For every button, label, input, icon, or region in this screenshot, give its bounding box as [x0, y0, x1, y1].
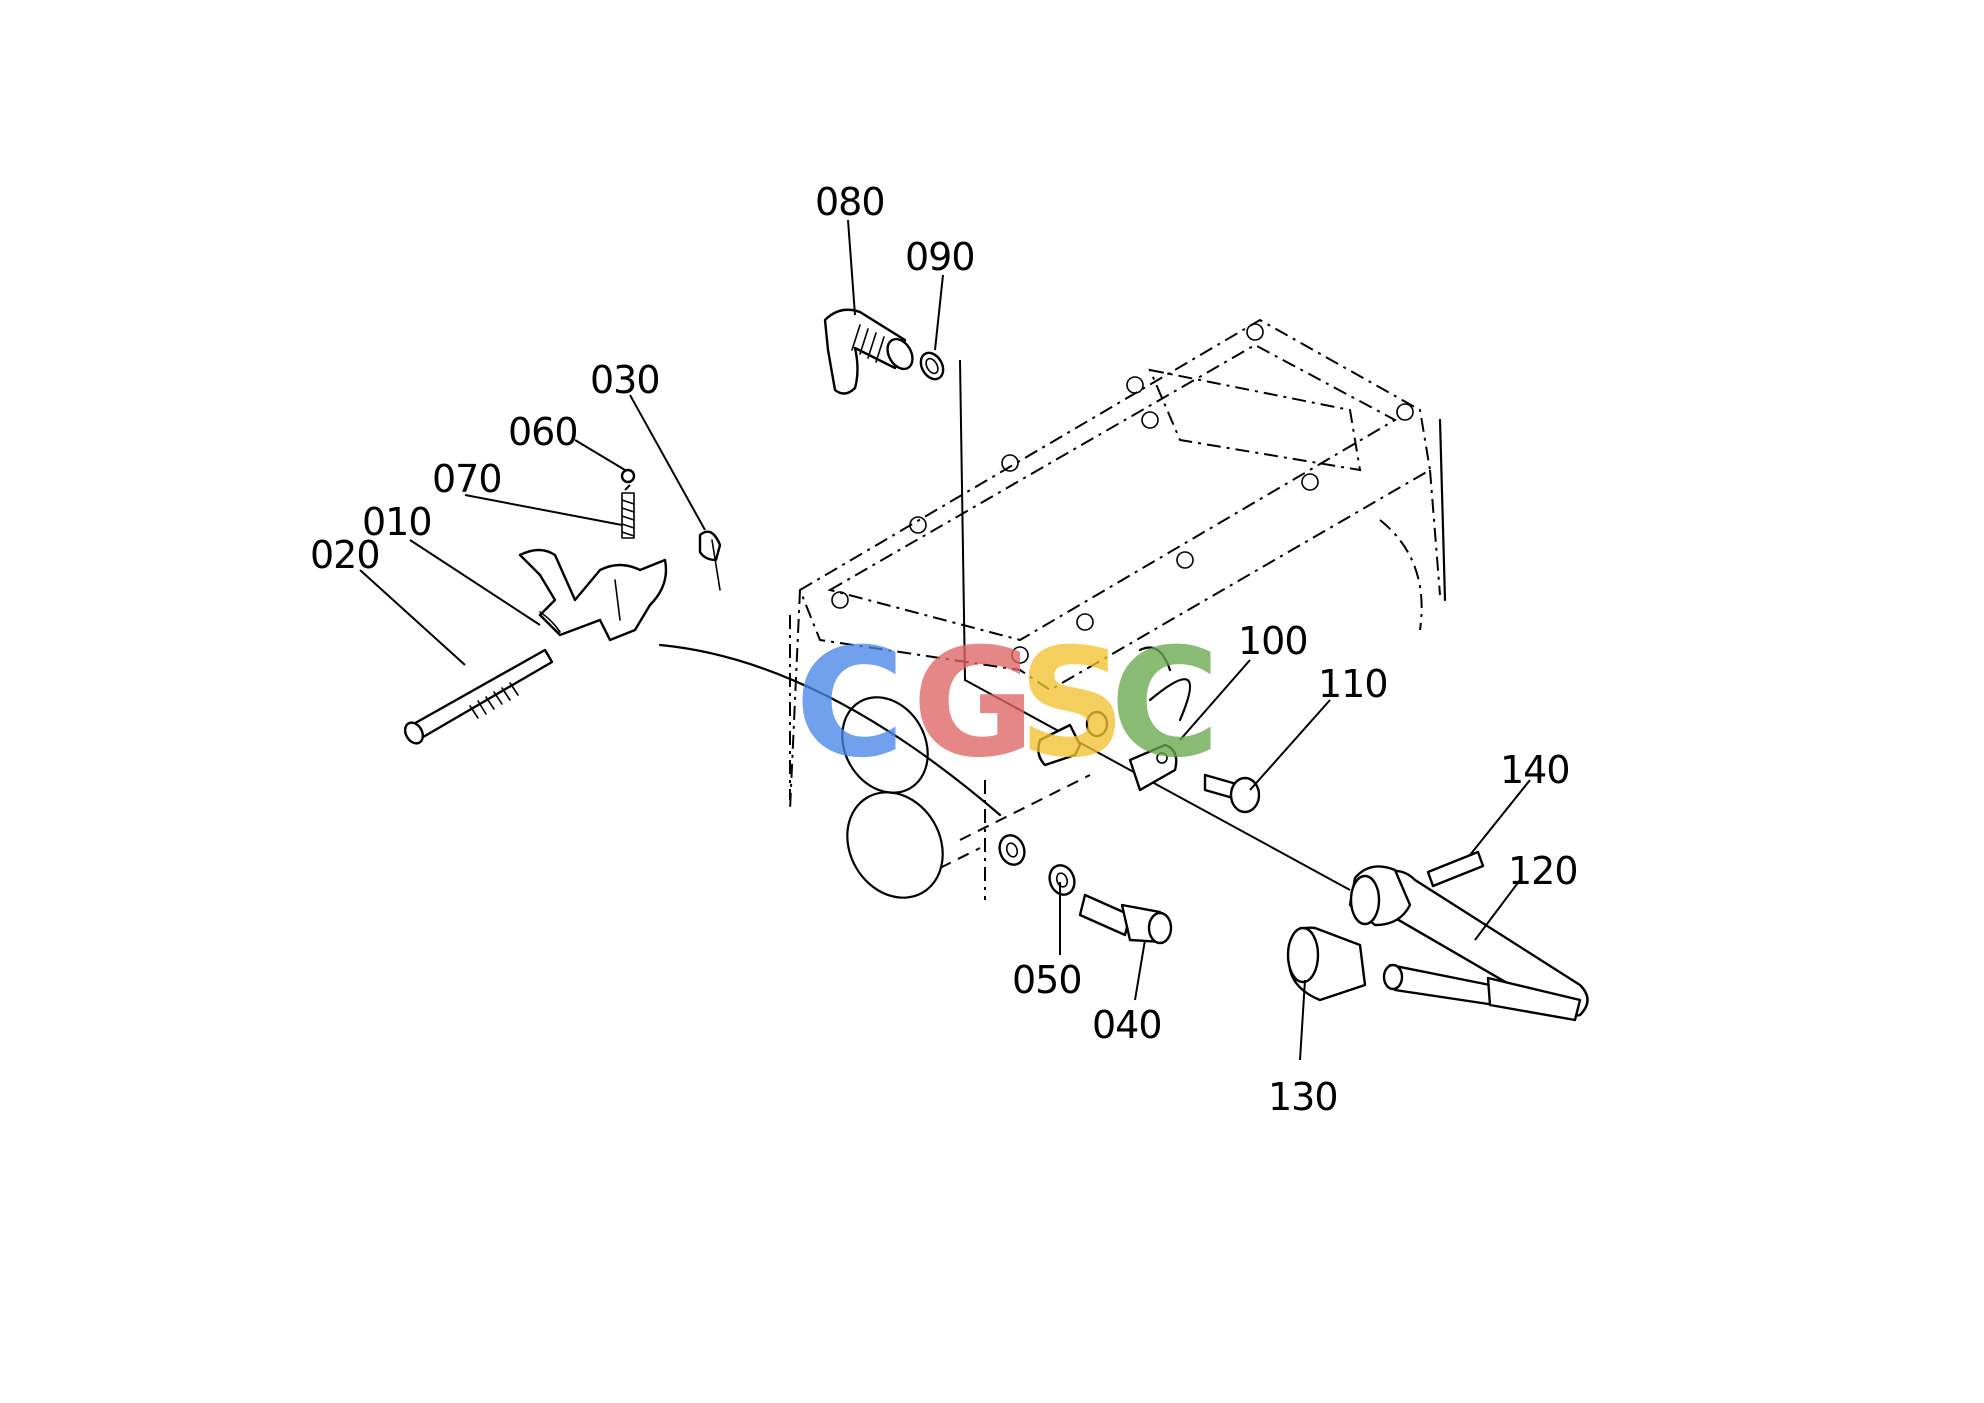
- shift-lever-assembly: [1286, 850, 1589, 1022]
- part-callouts: 020 010 070 060 030 080 090 100 110 140 …: [310, 180, 1579, 1119]
- callout-090: 090: [905, 235, 975, 279]
- callout-020: 020: [310, 533, 380, 577]
- callout-070: 070: [432, 457, 502, 501]
- watermark-letter-3: S: [1018, 617, 1126, 791]
- breather-assembly: [823, 308, 945, 395]
- callout-100: 100: [1238, 619, 1308, 663]
- bolts-washers: [998, 710, 1261, 945]
- watermark-letter-2: G: [912, 617, 1035, 791]
- watermark-letter-1: C: [795, 617, 905, 791]
- callout-110: 110: [1318, 662, 1388, 706]
- callout-120: 120: [1508, 849, 1578, 893]
- callout-010: 010: [362, 500, 432, 544]
- transmission-housing: [658, 318, 1447, 900]
- callout-130: 130: [1268, 1075, 1338, 1119]
- callout-140: 140: [1500, 748, 1570, 792]
- callout-050: 050: [1012, 958, 1082, 1002]
- watermark: C G S C: [795, 617, 1220, 791]
- leader-lines: [359, 219, 1531, 1061]
- callout-080: 080: [815, 180, 885, 224]
- callout-030: 030: [590, 358, 660, 402]
- shift-fork-assembly: [403, 468, 722, 745]
- callout-040: 040: [1092, 1003, 1162, 1047]
- watermark-letter-4: C: [1110, 617, 1220, 791]
- callout-060: 060: [508, 410, 578, 454]
